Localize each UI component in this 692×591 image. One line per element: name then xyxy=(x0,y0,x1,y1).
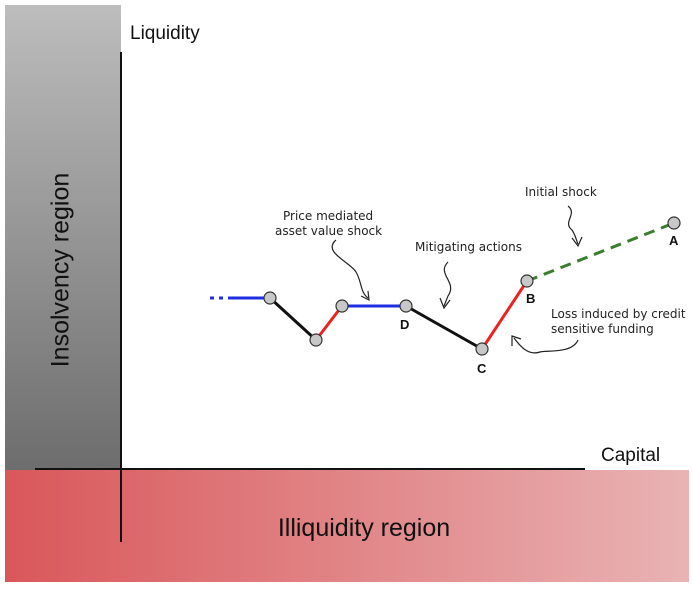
mitigating-segment-2 xyxy=(405,304,483,351)
insolvency-region-label: Insolvency region xyxy=(47,173,75,368)
node-label-a: A xyxy=(669,233,679,248)
node-label-b: B xyxy=(526,291,535,306)
credit-loss-segment-2 xyxy=(480,280,529,350)
y-axis-label: Liquidity xyxy=(130,23,200,44)
insolvency-region xyxy=(5,5,121,470)
loss-induced-arrow xyxy=(511,335,579,354)
node-a xyxy=(667,216,681,230)
node-b xyxy=(520,274,534,288)
credit-loss-segment-1 xyxy=(314,305,344,341)
price-mediated-line-1: Price mediated xyxy=(283,209,373,223)
loss-induced-line-1: Loss induced by credit xyxy=(551,307,686,321)
node-label-c: C xyxy=(477,361,487,376)
node-label-d: D xyxy=(400,317,409,332)
x-axis-label: Capital xyxy=(601,445,660,466)
mitigating-annotation: Mitigating actions xyxy=(415,240,522,254)
initial-shock-arrow xyxy=(567,205,583,248)
node-d xyxy=(399,299,413,313)
illiquidity-region xyxy=(5,470,689,582)
node-point xyxy=(309,333,323,347)
illiquidity-region-label: Illiquidity region xyxy=(278,514,450,542)
price-mediated-line-2: asset value shock xyxy=(275,224,382,238)
mitigating-segment-1 xyxy=(268,296,318,342)
node-point xyxy=(335,299,349,313)
mitigating-arrow xyxy=(439,261,452,310)
price-mediated-arrow xyxy=(331,239,370,302)
node-point xyxy=(263,291,277,305)
initial-shock-annotation: Initial shock xyxy=(525,185,597,199)
loss-induced-line-2: sensitive funding xyxy=(551,322,654,336)
initial-shock-segment xyxy=(526,221,675,283)
price-mediated-annotation: Price mediated asset value shock xyxy=(275,209,382,238)
node-c xyxy=(475,342,489,356)
loss-induced-annotation: Loss induced by credit sensitive funding xyxy=(551,307,689,336)
